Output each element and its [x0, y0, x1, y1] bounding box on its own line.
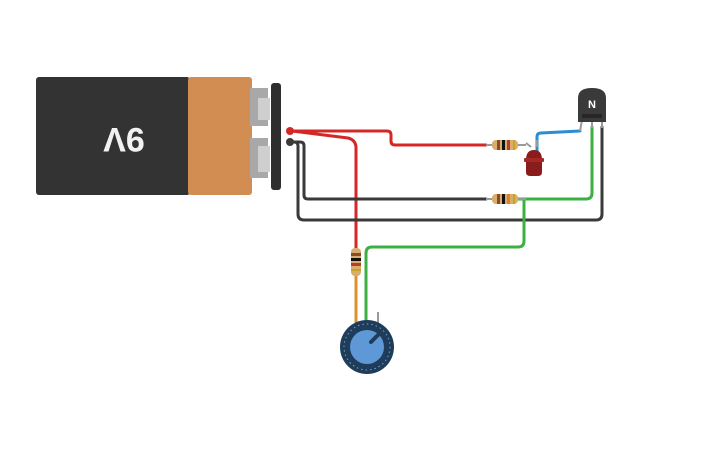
resistor-band-3 — [351, 263, 361, 266]
led-body — [526, 150, 542, 176]
resistor-band-2 — [502, 194, 505, 204]
pot-indicator — [369, 331, 382, 344]
transistor-body — [578, 88, 606, 122]
resistor-base[interactable] — [486, 194, 526, 204]
wire-red-to-pot-resistor[interactable] — [290, 129, 358, 250]
battery-9v[interactable]: 9V — [36, 77, 294, 195]
terminal-highlight-bottom — [258, 146, 270, 172]
pot-tick-marks — [343, 323, 391, 371]
wire-black-to-emitter[interactable] — [290, 125, 604, 222]
transistor-npn[interactable]: N — [578, 88, 606, 132]
battery-positive-lead[interactable] — [286, 127, 294, 135]
wire-red-to-led-resistor[interactable] — [290, 129, 488, 147]
battery-label: 9V — [103, 120, 145, 158]
resistor-band-4 — [351, 269, 361, 271]
battery-body — [36, 77, 190, 195]
resistor-led[interactable] — [486, 140, 526, 150]
resistor-band-1 — [497, 194, 500, 204]
resistor-band-2 — [502, 140, 505, 150]
transistor-flat — [582, 114, 602, 118]
resistor-band-1 — [497, 140, 500, 150]
transistor-label: N — [588, 99, 596, 111]
wire-black-to-base-resistor[interactable] — [290, 140, 488, 201]
resistor-body — [351, 248, 361, 276]
resistor-pot[interactable] — [351, 248, 361, 276]
resistor-band-2 — [351, 258, 361, 261]
battery-snap-connector — [271, 83, 281, 190]
battery-band — [188, 77, 252, 195]
resistor-band-3 — [507, 140, 510, 150]
resistor-band-4 — [513, 194, 515, 204]
terminal-highlight-top — [258, 98, 270, 120]
led-red[interactable] — [524, 140, 544, 176]
battery-negative-lead[interactable] — [286, 138, 294, 146]
led-rim — [524, 158, 544, 162]
potentiometer[interactable] — [340, 312, 394, 374]
wire-green-to-pot[interactable] — [364, 197, 526, 324]
resistor-band-1 — [351, 253, 361, 256]
wire-green-to-base[interactable] — [514, 125, 594, 201]
resistor-band-4 — [513, 140, 515, 150]
wire-blue-to-collector[interactable] — [535, 129, 582, 154]
led-lead-cathode — [525, 142, 532, 148]
resistor-band-3 — [507, 194, 510, 204]
